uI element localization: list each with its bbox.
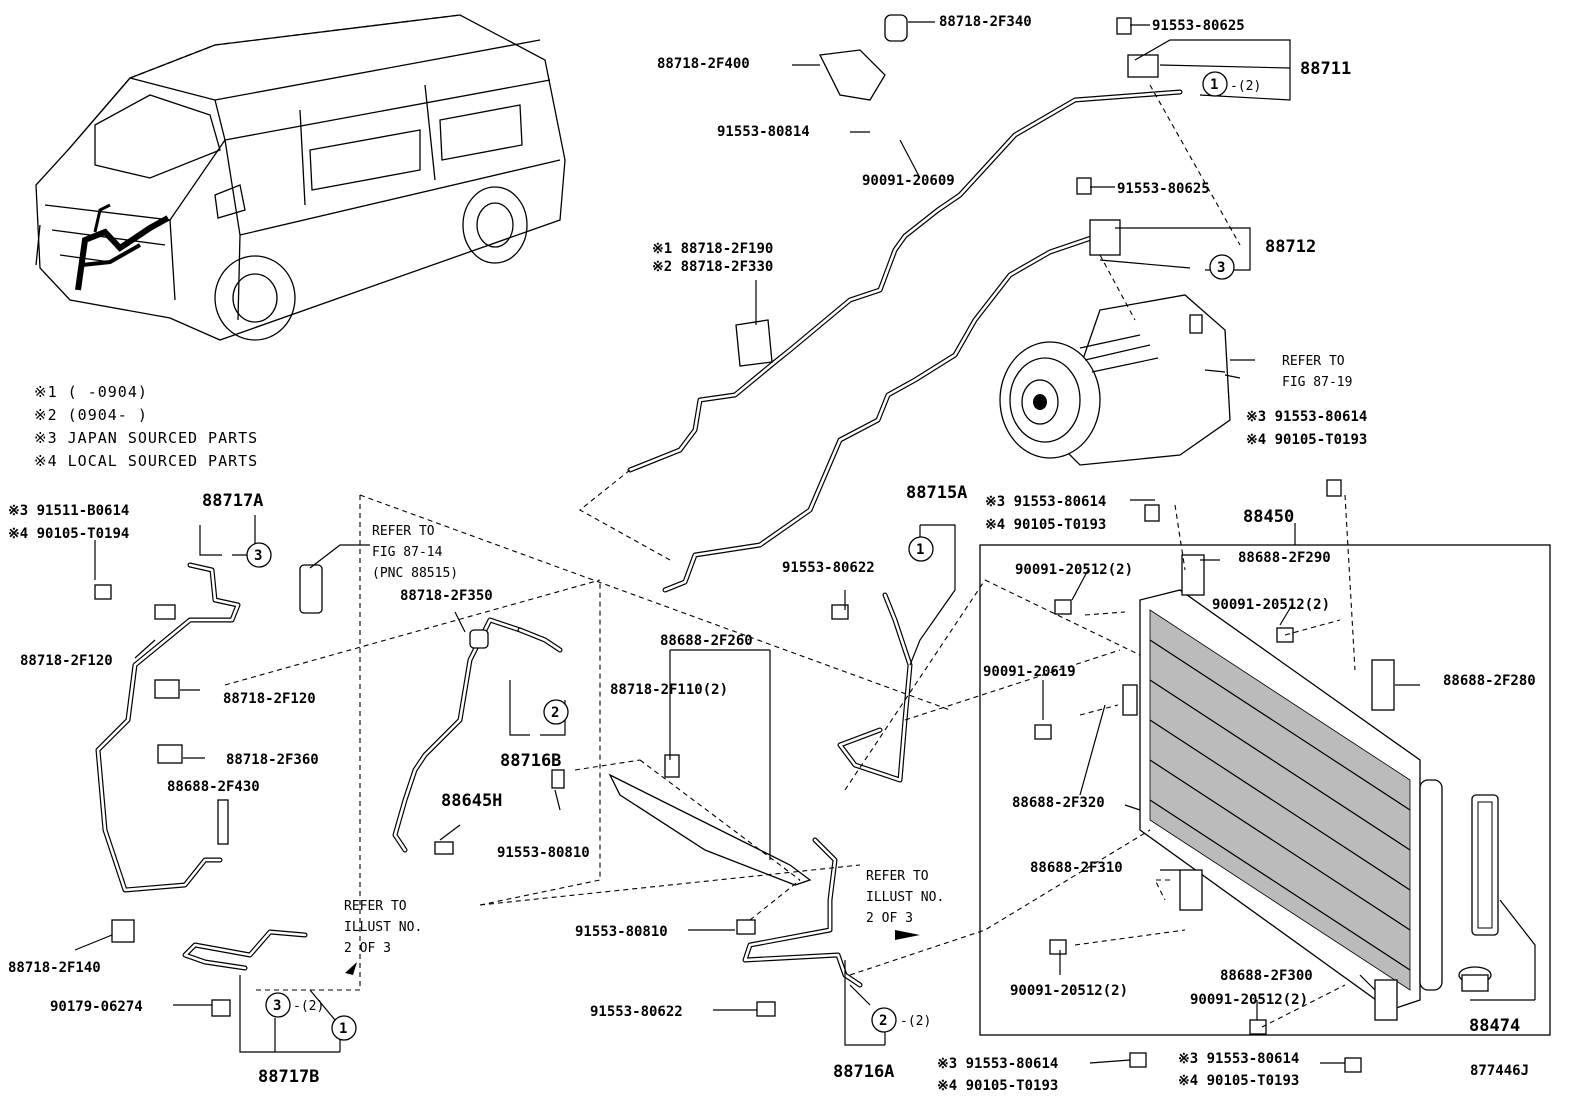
callout-88716a-2: 2 [879,1013,887,1029]
label-88688-2f300: 88688-2F300 [1220,968,1313,984]
callout-88712-3: 3 [1217,260,1225,276]
label-88718-2f190: ※1 88718-2F190 [652,241,773,257]
dashed-lines [224,84,1356,1028]
callout-88717a-3: 3 [254,548,262,564]
label-88718-2f360: 88718-2F360 [226,752,319,768]
ref-illust-left-line1: REFER TO [344,899,407,914]
label-88688-2f430: 88688-2F430 [167,779,260,795]
small-parts [94,14,1398,1073]
note-3: ※3 JAPAN SOURCED PARTS [34,429,258,447]
assembly-88450: 88450 [1243,507,1294,527]
label-91553-80614-mid: ※3 91553-80614 [985,494,1106,510]
ref-fig-87-14-line2: FIG 87-14 [372,545,443,560]
callout-88715a-1: 1 [916,542,924,558]
label-88688-2f310: 88688-2F310 [1030,860,1123,876]
note-4: ※4 LOCAL SOURCED PARTS [34,452,258,470]
ref-fig-87-19-line1: REFER TO [1282,354,1345,369]
label-91553-80614-bottom-right: ※3 91553-80614 [1178,1051,1299,1067]
van-illustration [35,14,566,341]
callout-circles: 1 -(2) 3 1 3 2 3 -(2) 1 2 -(2) [246,71,1261,1041]
assembly-88716a: 88716A [833,1062,894,1082]
label-90105-t0194: ※4 90105-T0194 [8,526,129,542]
leader-lines [74,21,1536,1064]
label-90091-20619: 90091-20619 [983,664,1076,680]
label-91553-80622-bottom: 91553-80622 [590,1004,683,1020]
callout-88717b-qty: -(2) [293,999,324,1014]
assembly-88715a: 88715A [906,483,967,503]
label-91553-80625-top: 91553-80625 [1152,18,1245,34]
label-91553-80810-b: 91553-80810 [575,924,668,940]
ref-illust-left-line2: ILLUST NO. [344,920,422,935]
assembly-88717b: 88717B [258,1067,319,1087]
ref-fig-87-19-line2: FIG 87-19 [1282,375,1352,390]
callout-88711-qty: -(2) [1230,79,1261,94]
assembly-88474: 88474 [1469,1016,1520,1036]
ref-illust-right-line1: REFER TO [866,869,929,884]
liquid-tube-88717a [95,562,241,893]
label-88688-2f320: 88688-2F320 [1012,795,1105,811]
notes-block: ※1 ( -0904) ※2 (0904- ) ※3 JAPAN SOURCED… [34,383,258,470]
part-labels: 88718-2F340 91553-80625 88718-2F400 9155… [8,14,1536,1094]
suction-hose [662,232,1103,593]
label-88718-2f110: 88718-2F110(2) [610,682,728,698]
assembly-88711: 88711 [1300,59,1351,79]
ref-illust-left-line3: 2 OF 3 [344,941,391,956]
liquid-tube-88715a [837,592,913,783]
note-2: ※2 (0904- ) [34,406,148,424]
label-90091-20609: 90091-20609 [862,173,955,189]
label-88688-2f260: 88688-2F260 [660,633,753,649]
callout-88717b-3: 3 [273,998,281,1014]
label-88718-2f140: 88718-2F140 [8,960,101,976]
assembly-88716b: 88716B [500,751,561,771]
label-91511-b0614: ※3 91511-B0614 [8,503,129,519]
label-91553-80625-mid: 91553-80625 [1117,181,1210,197]
condenser-88450 [979,544,1551,1036]
label-88718-2f120-a: 88718-2F120 [20,653,113,669]
note-1: ※1 ( -0904) [34,383,148,401]
label-90105-t0193-bottom-left: ※4 90105-T0193 [937,1078,1058,1094]
ref-fig-87-14-line3: (PNC 88515) [372,566,458,581]
discharge-hose [627,89,1183,473]
label-88688-2f280: 88688-2F280 [1443,673,1536,689]
assembly-88645h: 88645H [441,791,502,811]
label-90105-t0193-mid: ※4 90105-T0193 [985,517,1106,533]
callout-88717b-1: 1 [339,1021,347,1037]
label-90091-20512-a: 90091-20512(2) [1015,562,1133,578]
callout-88716b-2: 2 [551,705,559,721]
ref-fig-87-14-line1: REFER TO [372,524,435,539]
compressor [999,294,1255,466]
label-88718-2f340: 88718-2F340 [939,14,1032,30]
label-91553-80614-right: ※3 91553-80614 [1246,409,1367,425]
label-90105-t0193-bottom-right: ※4 90105-T0193 [1178,1073,1299,1089]
label-91553-80622-top: 91553-80622 [782,560,875,576]
liquid-tube-88717b [182,929,308,971]
label-88718-2f400: 88718-2F400 [657,56,750,72]
label-88688-2f290: 88688-2F290 [1238,550,1331,566]
diagram-id: 877446J [1470,1063,1529,1079]
ref-illust-right-line2: ILLUST NO. [866,890,944,905]
refer-notes: REFER TO FIG 87-19 REFER TO FIG 87-14 (P… [344,354,1352,956]
ref-illust-right-line3: 2 OF 3 [866,911,913,926]
label-88718-2f120-b: 88718-2F120 [223,691,316,707]
label-90179-06274: 90179-06274 [50,999,143,1015]
liquid-tube-88645h [392,617,563,853]
label-90105-t0193-right: ※4 90105-T0193 [1246,432,1367,448]
callout-88716a-qty: -(2) [900,1014,931,1029]
label-90091-20512-c: 90091-20512(2) [1010,983,1128,999]
assembly-numbers: 88711 88712 88717A 88715A 88450 88716B 8… [202,59,1520,1087]
callout-88711-1: 1 [1210,77,1218,93]
label-91553-80614-bottom-left: ※3 91553-80614 [937,1056,1058,1072]
label-90091-20512-b: 90091-20512(2) [1212,597,1330,613]
label-90091-20512-d: 90091-20512(2) [1190,992,1308,1008]
label-88718-2f350: 88718-2F350 [400,588,493,604]
liquid-tube-88716a [742,837,863,988]
label-88718-2f330: ※2 88718-2F330 [652,259,773,275]
label-91553-80810-a: 91553-80810 [497,845,590,861]
assembly-88717a: 88717A [202,491,263,511]
assembly-88712: 88712 [1265,237,1316,257]
label-91553-80814: 91553-80814 [717,124,810,140]
